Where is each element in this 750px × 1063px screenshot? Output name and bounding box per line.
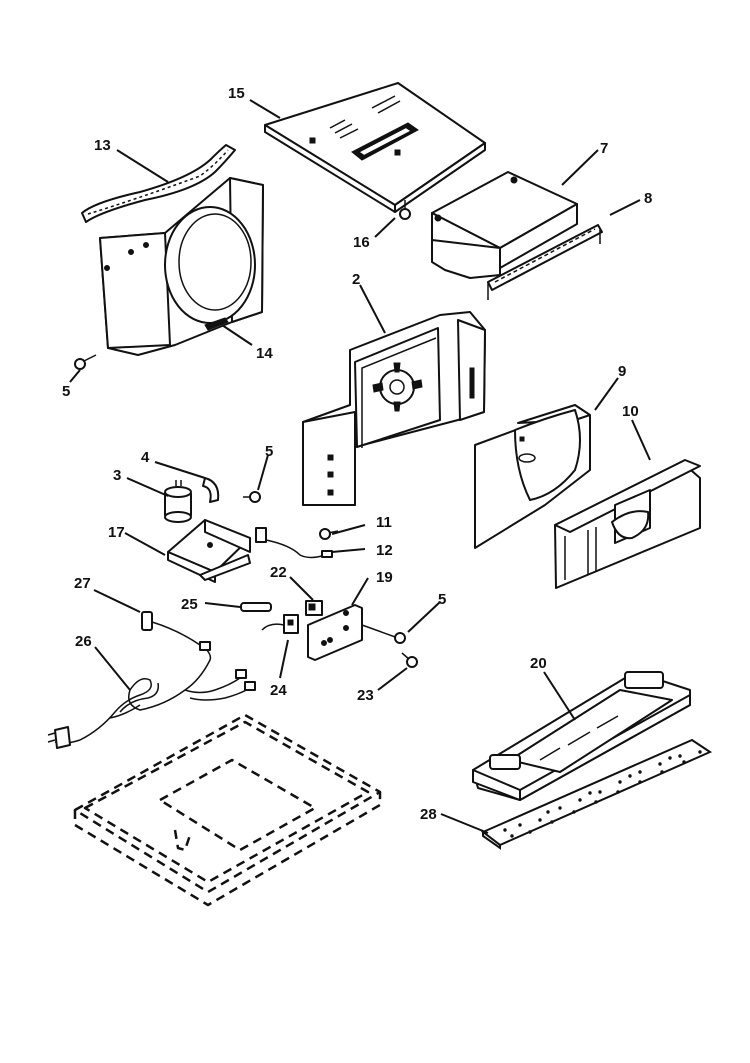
screw-16	[399, 200, 411, 220]
callout-26: 26	[75, 633, 92, 650]
callout-15: 15	[228, 85, 245, 102]
part-17-bracket	[167, 519, 251, 583]
screw-5-mid	[243, 491, 261, 503]
part-2-partition-panel	[302, 311, 486, 506]
callout-27: 27	[74, 575, 91, 592]
base-pan-outline	[73, 713, 382, 907]
callout-9: 9	[618, 363, 626, 380]
callout-labels: 15 13 7 8 16 2 14 5 9 10 4 5 3 11 17 12 …	[62, 85, 652, 823]
part-26-power-cord	[47, 641, 256, 749]
part-22-switch	[305, 600, 323, 616]
part-25-sleeve	[240, 602, 272, 612]
callout-19: 19	[376, 569, 393, 586]
part-13-seal-strip	[81, 144, 236, 223]
callout-22: 22	[270, 564, 287, 581]
callout-20: 20	[530, 655, 547, 672]
part-19-control-plate	[307, 604, 399, 661]
callout-11: 11	[376, 514, 392, 531]
part-4-strap	[202, 477, 220, 503]
part-8-bracket	[487, 224, 603, 300]
callout-24: 24	[270, 682, 287, 699]
callout-14: 14	[256, 345, 273, 362]
callout-25: 25	[181, 596, 198, 613]
callout-2: 2	[352, 271, 360, 288]
screw-23	[401, 652, 418, 668]
callout-28: 28	[420, 806, 437, 823]
callout-8: 8	[644, 190, 652, 207]
part-15-top-cover	[264, 82, 486, 213]
callout-4: 4	[141, 449, 150, 466]
callout-17: 17	[108, 524, 125, 541]
callout-3: 3	[113, 467, 121, 484]
leader-lines	[69, 99, 651, 834]
callout-12: 12	[376, 542, 393, 559]
callout-5-b: 5	[265, 443, 273, 460]
screw-5-right	[394, 632, 406, 644]
part-14-front-shroud	[99, 177, 264, 356]
part-28-filter-pad	[481, 738, 713, 850]
callout-10: 10	[622, 403, 639, 420]
callout-23: 23	[357, 687, 374, 704]
screw-27	[141, 611, 201, 646]
callout-7: 7	[600, 140, 608, 157]
part-7-cover-box	[431, 171, 578, 279]
callout-13: 13	[94, 137, 111, 154]
part-11-screw	[319, 528, 339, 540]
part-24-switch	[261, 614, 299, 634]
part-10-vent-panel	[554, 459, 701, 589]
part-9-scroll-housing	[474, 404, 591, 549]
callout-16: 16	[353, 234, 370, 251]
part-12-thermistor	[255, 527, 333, 559]
part-20-tray	[472, 671, 691, 801]
callout-5-a: 5	[62, 383, 70, 400]
part-3-capacitor	[164, 480, 192, 523]
screw-5-top-left	[74, 354, 97, 370]
callout-5-c: 5	[438, 591, 446, 608]
